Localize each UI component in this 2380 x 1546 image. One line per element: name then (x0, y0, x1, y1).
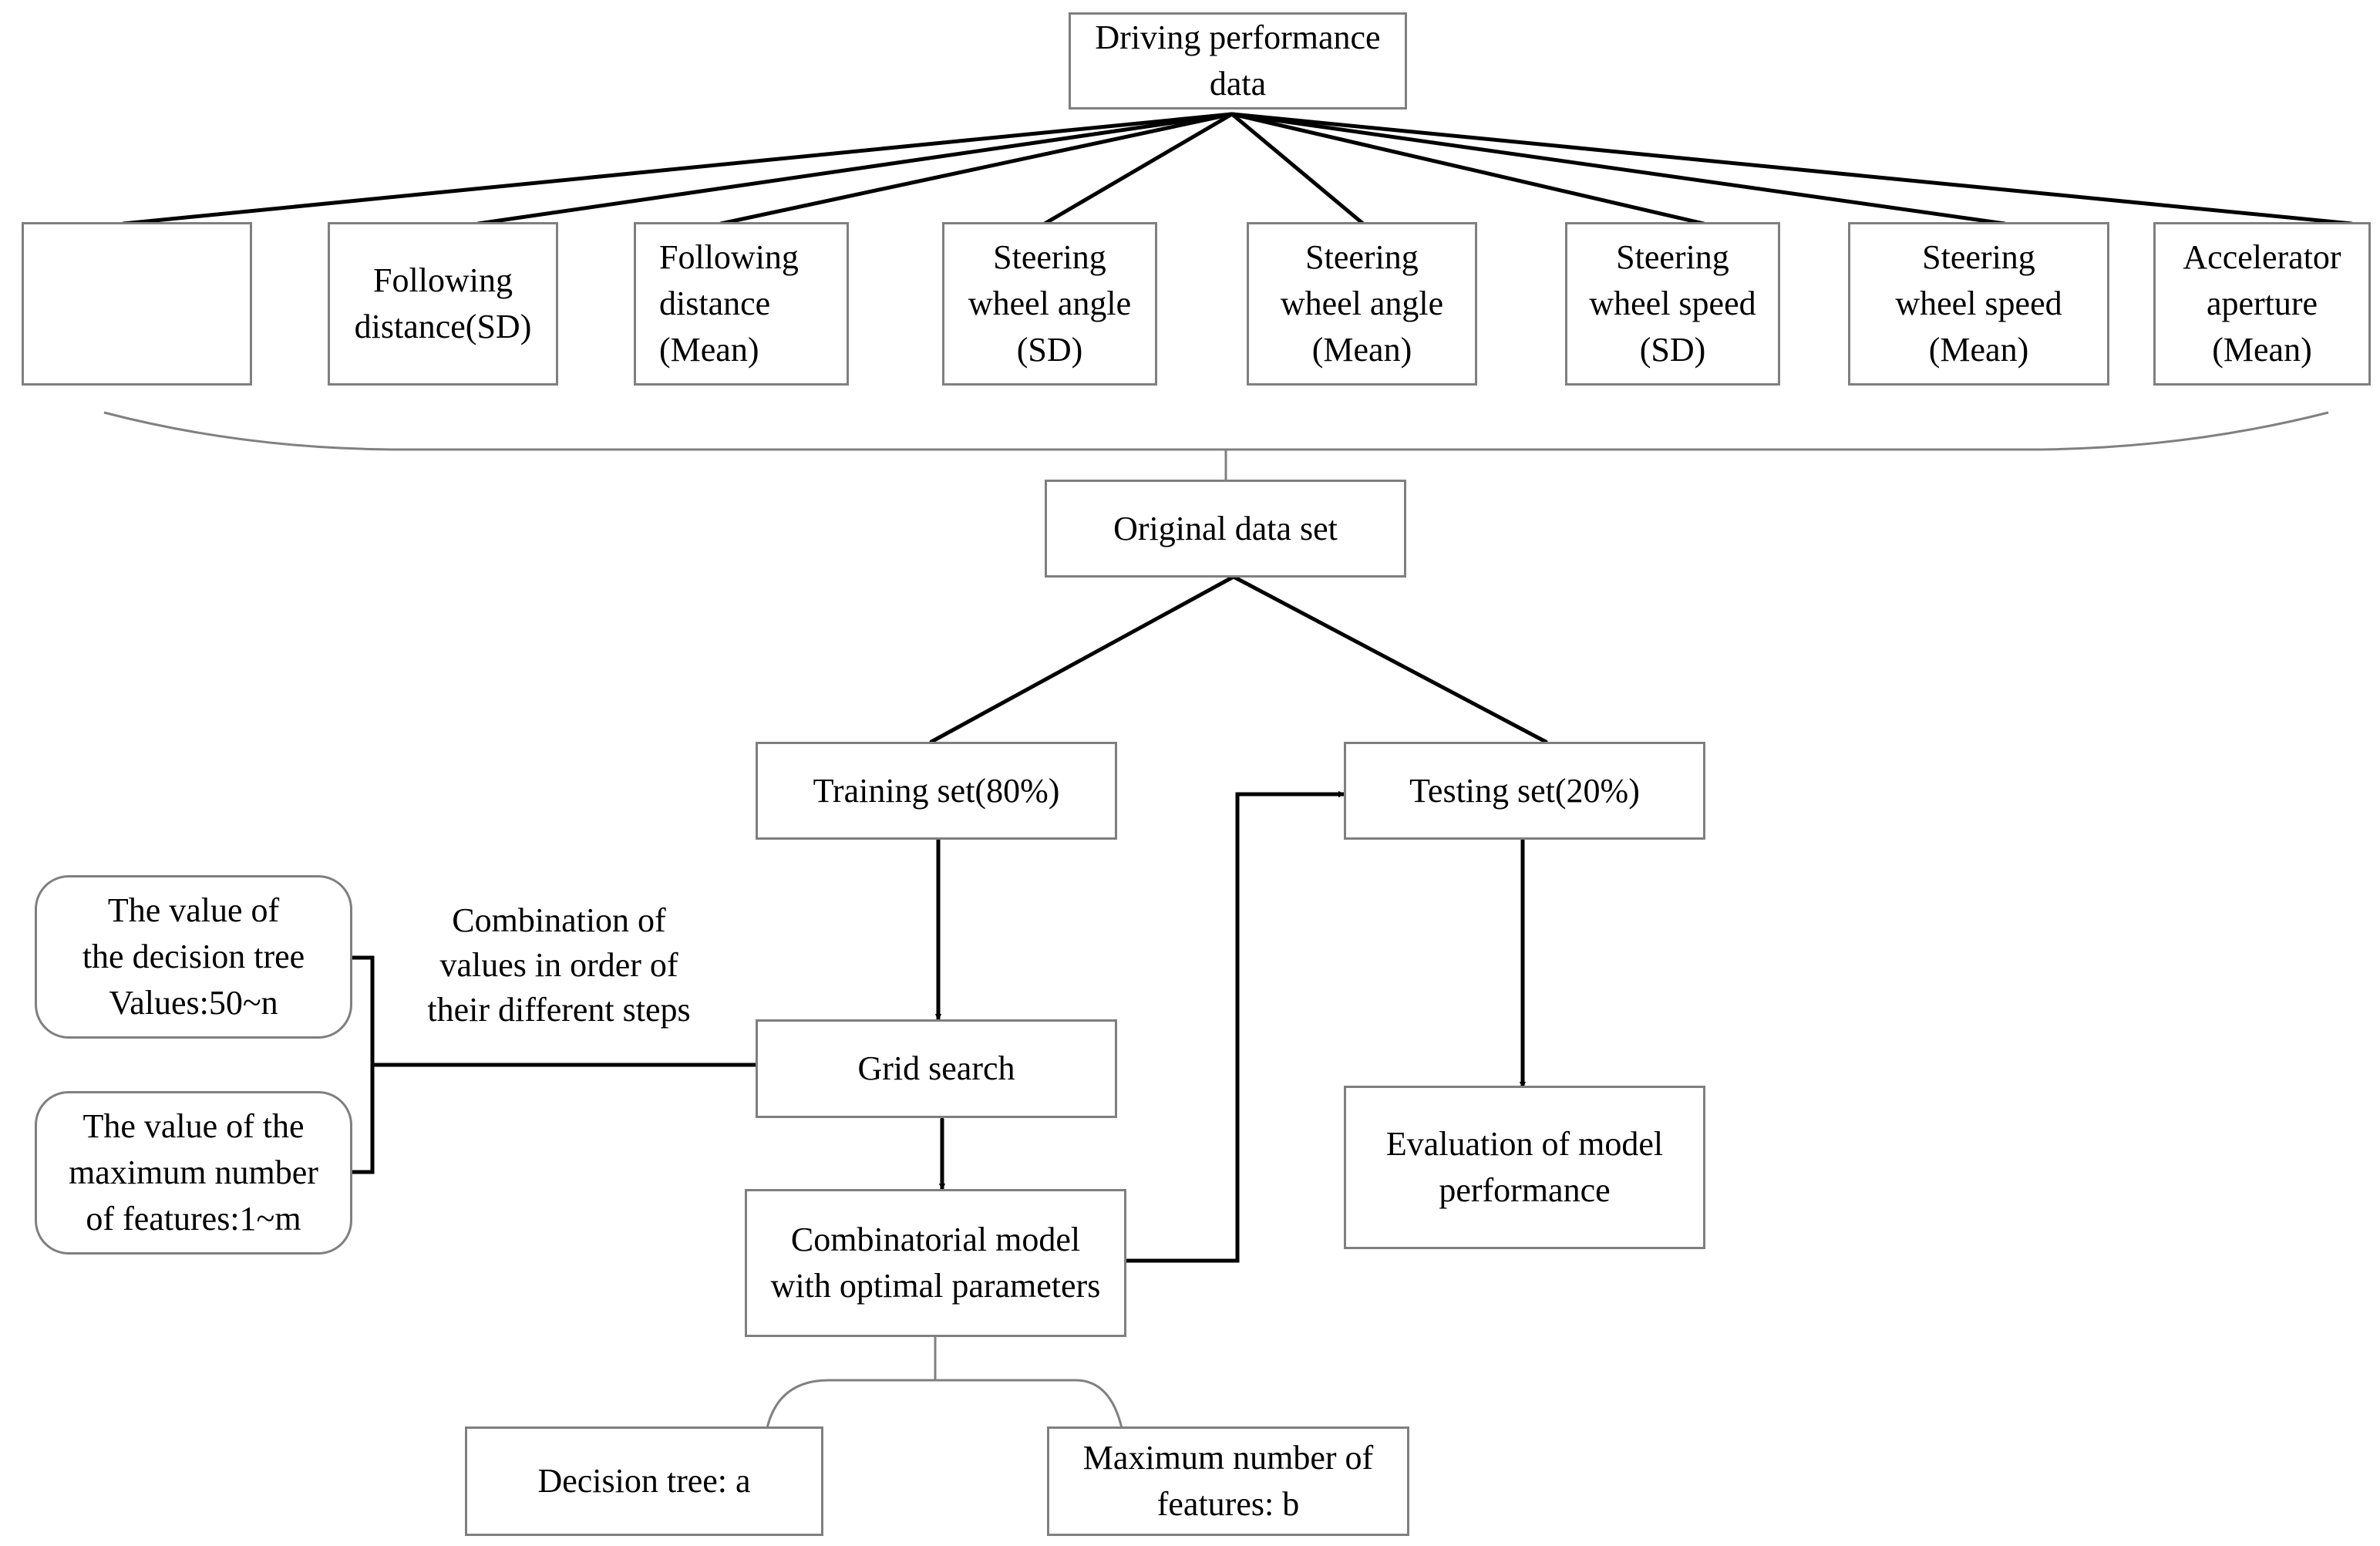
steering-wheel-angle-mean-box: Steering wheel angle (Mean) (1247, 222, 1477, 386)
testing-set-box: Testing set(20%) (1344, 742, 1705, 840)
edge-original-to-testing (1231, 574, 1548, 744)
steering-wheel-angle-sd-box: Steering wheel angle (SD) (942, 222, 1157, 386)
edge-root-to-following-distance-sd (476, 112, 1234, 226)
decision-tree-value-box: The value of the decision tree Values:50… (35, 875, 352, 1039)
evaluation-box: Evaluation of model performance (1344, 1086, 1705, 1249)
edge-root-to-following-distance-mean (719, 112, 1234, 226)
model-split-brace (766, 1379, 1123, 1429)
training-set-box: Training set(80%) (756, 742, 1117, 840)
arrow-model-to-testing (1123, 790, 1346, 1263)
grid-search-box: Grid search (756, 1019, 1117, 1118)
features-brace (103, 411, 2329, 451)
steering-wheel-speed-sd-box: Steering wheel speed (SD) (1565, 222, 1780, 386)
combinatorial-model-box: Combinatorial model with optimal paramet… (745, 1189, 1126, 1337)
decision-tree-a-box: Decision tree: a (465, 1426, 823, 1536)
edge-original-to-training (929, 574, 1236, 744)
max-features-b-box: Maximum number of features: b (1047, 1426, 1409, 1536)
following-distance-sd-box: Following distance(SD) (328, 222, 558, 386)
bracket-parameters (347, 955, 375, 1174)
edge-root-to-blank (121, 112, 1234, 226)
edge-root-to-steering-speed-mean (1230, 112, 2007, 226)
driving-performance-data-box: Driving performance data (1069, 12, 1407, 109)
edge-root-to-steering-angle-mean (1230, 112, 1365, 226)
edge-root-to-accelerator (1230, 112, 2354, 226)
following-distance-mean-box: Following distance (Mean) (634, 222, 849, 386)
feature-box-blank (22, 222, 252, 386)
max-features-value-box: The value of the maximum number of featu… (35, 1091, 352, 1255)
combination-note: Combination of values in order of their … (427, 901, 691, 1029)
edge-root-to-steering-speed-sd (1230, 112, 1706, 226)
steering-wheel-speed-mean-box: Steering wheel speed (Mean) (1848, 222, 2109, 386)
edge-root-to-steering-angle-sd (1042, 112, 1234, 226)
original-data-set-box: Original data set (1045, 480, 1406, 578)
accelerator-aperture-mean-box: Accelerator aperture (Mean) (2153, 222, 2371, 386)
